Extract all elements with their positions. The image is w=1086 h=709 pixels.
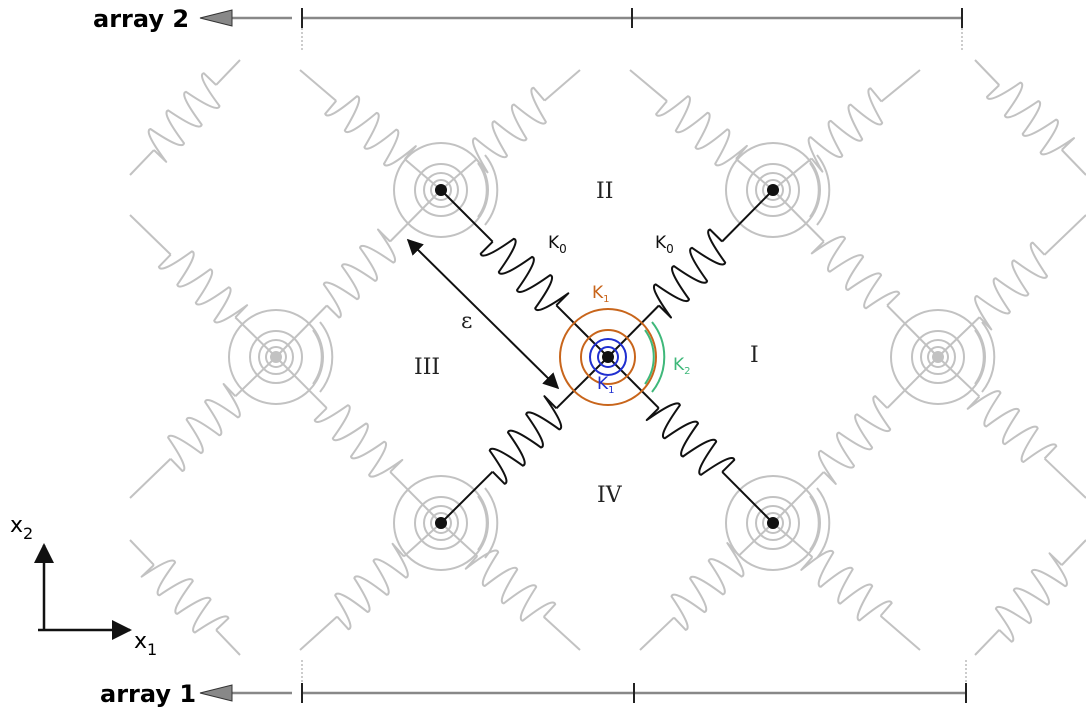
- k1-outer-ring: [559, 308, 657, 406]
- array-2-label: array 2: [93, 5, 189, 33]
- grey-spring-0: [275, 189, 442, 358]
- grey-spring-3: [772, 189, 939, 358]
- grey-spring-10: [639, 522, 774, 651]
- k0-left-base: K: [548, 233, 560, 253]
- k2-label: K2: [673, 355, 691, 377]
- k1-inner-base: K: [597, 374, 609, 394]
- k1-mid-ring: [580, 329, 636, 385]
- black-spring-1: [607, 189, 774, 358]
- grey-spring-8: [440, 522, 581, 651]
- k1-inner-label: K1: [597, 374, 615, 396]
- grey-spring-16: [129, 59, 241, 176]
- x1-sub: 1: [147, 640, 157, 659]
- k2-arc-inner: [644, 329, 655, 385]
- x2-axis-label: x2: [10, 513, 33, 543]
- k1-outer-base: K: [592, 283, 604, 303]
- array-1-label: array 1: [100, 680, 196, 708]
- k1-inner-ring-outer: [589, 338, 627, 376]
- epsilon-label: ε: [461, 309, 472, 334]
- k1-inner-ring: [597, 346, 619, 368]
- grey-spring-19: [974, 539, 1086, 656]
- quadrant-label-ii: II: [596, 179, 613, 204]
- x1-axis-label: x1: [134, 629, 157, 659]
- quadrant-label-iii: III: [414, 355, 440, 380]
- k1-outer-sub: 1: [603, 294, 609, 305]
- x2-sub: 2: [23, 524, 33, 543]
- grey-spring-9: [772, 356, 939, 524]
- array-2-bar: [199, 8, 963, 52]
- grey-spring-11: [772, 522, 921, 651]
- x1-base: x: [134, 629, 147, 654]
- grey-spring-6: [275, 356, 442, 524]
- coordinate-axes: [34, 543, 132, 640]
- k0-left-sub: 0: [559, 242, 567, 256]
- black-spring-2: [440, 356, 609, 524]
- grey-node-5: [725, 475, 831, 571]
- k1-outer-label: K1: [592, 283, 610, 305]
- grey-spring-2: [440, 69, 581, 191]
- grey-spring-7: [299, 522, 442, 651]
- quadrant-label-i: I: [750, 343, 759, 368]
- k2-arc-outer: [651, 321, 666, 393]
- center-node-springs: [559, 308, 666, 406]
- black-node-0: [435, 184, 447, 196]
- black-node-3: [767, 517, 779, 529]
- k1-inner-sub: 1: [608, 385, 614, 396]
- grey-spring-15: [937, 356, 1086, 499]
- unit-cell: [435, 184, 779, 529]
- grey-spring-4: [629, 69, 774, 191]
- epsilon-arrow: [406, 238, 560, 390]
- center-node: [602, 351, 614, 363]
- grey-spring-1: [299, 69, 442, 191]
- grey-node-2: [228, 309, 334, 405]
- quadrant-label-iv: IV: [597, 483, 623, 508]
- background-lattice: [129, 59, 1086, 656]
- black-spring-3: [607, 356, 774, 524]
- grey-spring-17: [129, 539, 241, 656]
- black-node-1: [767, 184, 779, 196]
- grey-spring-18: [974, 59, 1086, 176]
- k0-right-sub: 0: [666, 242, 674, 256]
- k0-label-right: K0: [655, 233, 674, 256]
- k2-sub: 2: [684, 366, 690, 377]
- k0-label-left: K0: [548, 233, 567, 256]
- grey-spring-14: [937, 214, 1086, 358]
- grey-spring-12: [129, 214, 277, 358]
- array-1-bar: [199, 660, 967, 703]
- k2-base: K: [673, 355, 685, 375]
- grey-node-3: [890, 309, 996, 405]
- black-node-2: [435, 517, 447, 529]
- grey-spring-13: [129, 356, 277, 499]
- grey-spring-5: [772, 69, 921, 191]
- x2-base: x: [10, 513, 23, 538]
- k0-right-base: K: [655, 233, 667, 253]
